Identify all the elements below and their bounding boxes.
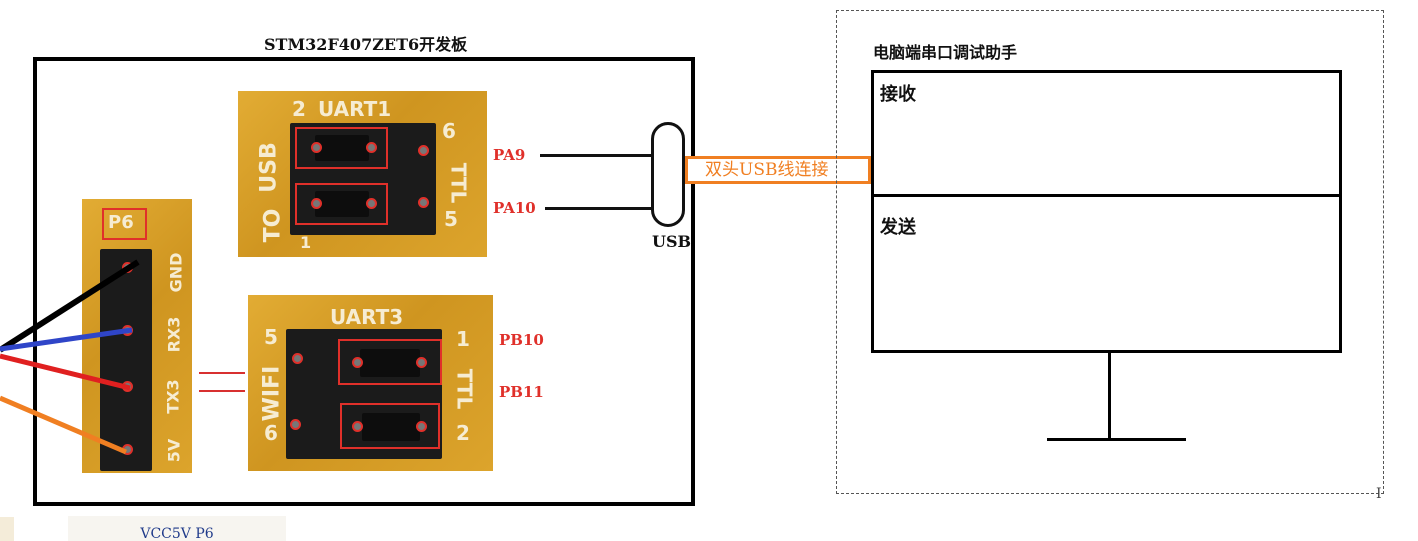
uart3-photo: UART3 5 WIFI 6 1 TTL 2 bbox=[248, 295, 493, 471]
uart3-pin-ring bbox=[352, 357, 363, 368]
wire-gnd bbox=[0, 259, 140, 353]
uart1-photo: 2 UART1 USB TO 6 TTL 5 1 bbox=[238, 91, 487, 257]
uart1-pin-ring bbox=[366, 198, 377, 209]
footer-left-edge bbox=[0, 517, 14, 541]
uart3-num-6: 6 bbox=[264, 421, 278, 445]
uart1-pin-ring bbox=[366, 142, 377, 153]
wire-pa9 bbox=[540, 154, 652, 157]
pin-label-pa10: PA10 bbox=[493, 199, 536, 217]
uart1-rx-jumper-box bbox=[295, 183, 388, 225]
monitor-divider bbox=[871, 194, 1342, 197]
uart1-num-1: 1 bbox=[300, 233, 312, 252]
uart3-pin-ring bbox=[416, 421, 427, 432]
p6-wires bbox=[0, 259, 140, 455]
pc-frame bbox=[836, 10, 1384, 494]
board-frame bbox=[33, 57, 695, 506]
pin-label-pb11: PB11 bbox=[499, 383, 544, 401]
uart3-pin-ring bbox=[292, 353, 303, 364]
uart3-pin-ring bbox=[416, 357, 427, 368]
footer-snippet: VCC5V P6 bbox=[68, 516, 286, 541]
monitor-stand-neck bbox=[1108, 353, 1111, 440]
wire-pa10 bbox=[545, 207, 652, 210]
uart3-num-1: 1 bbox=[456, 327, 470, 351]
uart1-pin-ring bbox=[418, 197, 429, 208]
uart3-heading: UART3 bbox=[330, 305, 404, 329]
uart1-num-2: 2 bbox=[292, 97, 306, 121]
wire-rx3 bbox=[0, 327, 133, 352]
p6-pin-header bbox=[100, 249, 152, 471]
pin-label-pa9: PA9 bbox=[493, 146, 526, 164]
uart1-num-5: 5 bbox=[444, 207, 458, 231]
monitor-stand-base bbox=[1047, 438, 1186, 441]
p6-label-box bbox=[102, 208, 147, 240]
uart3-ttl-text: TTL bbox=[452, 368, 477, 410]
p6-label: P6 bbox=[108, 212, 134, 233]
board-title: STM32F407ZET6开发板 bbox=[264, 35, 468, 54]
uart3-jumper-bottom bbox=[362, 413, 420, 441]
text-cursor-icon: I bbox=[1376, 486, 1382, 502]
uart1-tx-jumper-box bbox=[295, 127, 388, 169]
equals-sign-bottom bbox=[199, 390, 245, 392]
uart1-jumper-bottom bbox=[315, 191, 369, 217]
uart1-ttl-text: TTL bbox=[446, 162, 471, 204]
usb-plug bbox=[651, 122, 685, 227]
uart1-pin-ring bbox=[418, 145, 429, 156]
uart3-rx-jumper-box bbox=[340, 403, 440, 449]
equals-sign-top bbox=[199, 372, 245, 374]
uart3-pin-ring bbox=[290, 419, 301, 430]
uart1-pin-ring bbox=[311, 198, 322, 209]
uart1-jumper-top bbox=[315, 135, 369, 161]
pc-title: 电脑端串口调试助手 bbox=[873, 43, 1018, 62]
uart1-heading: UART1 bbox=[318, 97, 392, 121]
uart3-pin-ring bbox=[352, 421, 363, 432]
receive-pane-label: 接收 bbox=[880, 84, 916, 105]
wire-tx3 bbox=[0, 353, 131, 391]
uart3-wifi-text: WIFI bbox=[259, 365, 285, 422]
uart1-usb-text: USB bbox=[256, 142, 282, 193]
uart1-to-text: TO bbox=[260, 208, 286, 243]
usb-cable-label: 双头USB线连接 bbox=[685, 156, 871, 184]
uart3-num-2: 2 bbox=[456, 421, 470, 445]
wire-5v bbox=[0, 395, 127, 455]
pin-label-pb10: PB10 bbox=[499, 331, 544, 349]
uart1-num-6: 6 bbox=[442, 119, 456, 143]
monitor-screen bbox=[871, 70, 1342, 353]
uart3-jumper-top bbox=[360, 349, 420, 377]
usb-label: USB bbox=[652, 232, 692, 251]
uart1-pin-ring bbox=[311, 142, 322, 153]
uart3-num-5: 5 bbox=[264, 325, 278, 349]
uart3-tx-jumper-box bbox=[338, 339, 442, 385]
send-pane-label: 发送 bbox=[880, 217, 916, 238]
